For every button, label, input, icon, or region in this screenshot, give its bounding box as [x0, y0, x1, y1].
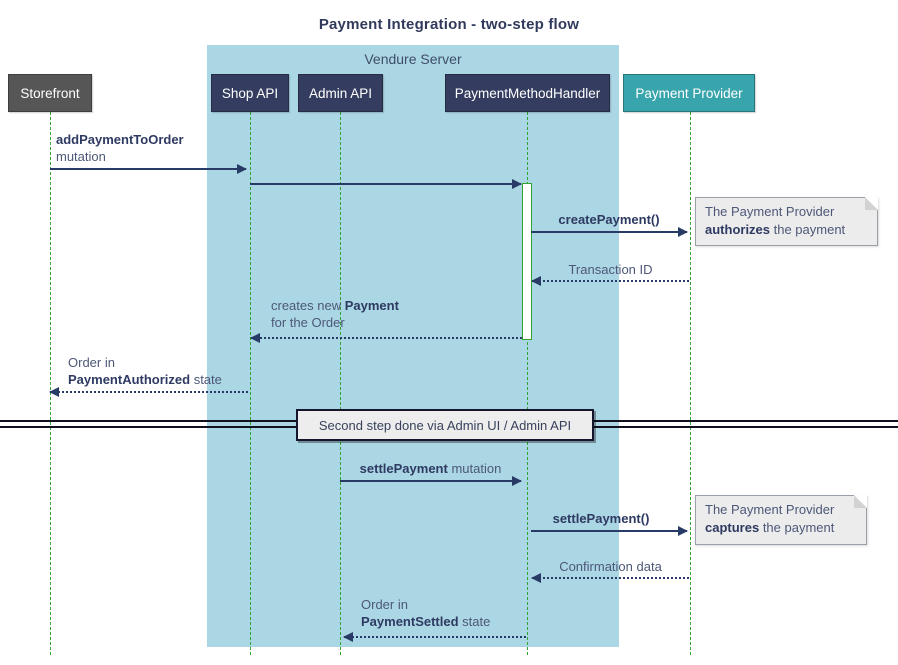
arrow-settle-payment-mutation	[340, 476, 522, 486]
participant-payment-provider: Payment Provider	[623, 74, 755, 112]
note-captures-payment: The Payment Provider captures the paymen…	[695, 495, 867, 545]
arrow-order-payment-settled	[343, 632, 526, 642]
participant-label: Shop API	[221, 85, 279, 101]
activation-bar	[522, 183, 532, 340]
message-label-payment-settled: Order in PaymentSettled state	[361, 597, 491, 629]
arrowhead-right-icon	[512, 476, 522, 486]
arrow-transaction-id	[531, 276, 689, 286]
participant-label: Storefront	[20, 85, 80, 101]
vendure-server-frame: Vendure Server	[207, 45, 619, 647]
note-authorizes-payment: The Payment Provider authorizes the paym…	[695, 197, 878, 246]
arrow-creates-new-payment	[250, 333, 522, 343]
participant-storefront: Storefront	[8, 74, 92, 112]
note-fold-icon	[854, 495, 867, 508]
frame-label: Vendure Server	[364, 51, 462, 67]
participant-payment-method-handler: PaymentMethodHandler	[445, 74, 610, 112]
message-label-confirmation-data: Confirmation data	[559, 559, 662, 574]
arrowhead-left-icon	[531, 276, 541, 286]
arrow-create-payment	[531, 227, 688, 237]
lifeline-storefront	[50, 112, 51, 655]
participant-label: Admin API	[308, 85, 373, 101]
participant-admin-api: Admin API	[298, 74, 383, 112]
lifeline-admin-api	[340, 112, 341, 655]
arrowhead-right-icon	[237, 164, 247, 174]
arrow-settle-payment-call	[531, 526, 688, 536]
arrowhead-right-icon	[678, 227, 688, 237]
lifeline-shop-api	[250, 112, 251, 655]
message-label-create-payment: createPayment()	[558, 212, 660, 227]
divider-label: Second step done via Admin UI / Admin AP…	[318, 417, 572, 433]
arrowhead-left-icon	[343, 632, 353, 642]
arrow-shop-api-to-handler	[250, 179, 522, 189]
participant-label: Payment Provider	[635, 85, 743, 101]
arrowhead-left-icon	[250, 333, 260, 343]
arrow-confirmation-data	[531, 573, 689, 583]
arrowhead-right-icon	[678, 526, 688, 536]
message-label-creates-new-payment: creates new Payment for the Order	[271, 298, 399, 330]
arrowhead-left-icon	[49, 387, 59, 397]
message-label-payment-authorized: Order in PaymentAuthorized state	[68, 355, 222, 387]
message-label-settle-payment-mutation: settlePayment mutation	[359, 461, 502, 476]
lifeline-payment-provider	[690, 112, 691, 655]
diagram-title: Payment Integration - two-step flow	[318, 16, 580, 33]
arrowhead-right-icon	[512, 179, 522, 189]
arrow-add-payment-to-order	[50, 164, 247, 174]
participant-shop-api: Shop API	[211, 74, 289, 112]
note-fold-icon	[865, 197, 878, 210]
arrowhead-left-icon	[531, 573, 541, 583]
message-label-settle-payment-call: settlePayment()	[552, 511, 650, 526]
arrow-order-payment-authorized	[49, 387, 248, 397]
divider-second-step: Second step done via Admin UI / Admin AP…	[296, 409, 594, 441]
participant-label: PaymentMethodHandler	[454, 85, 601, 101]
message-label-add-payment-to-order: addPaymentToOrder mutation	[56, 132, 184, 164]
message-label-transaction-id: Transaction ID	[568, 262, 653, 277]
lifeline-payment-method-handler	[527, 112, 528, 655]
